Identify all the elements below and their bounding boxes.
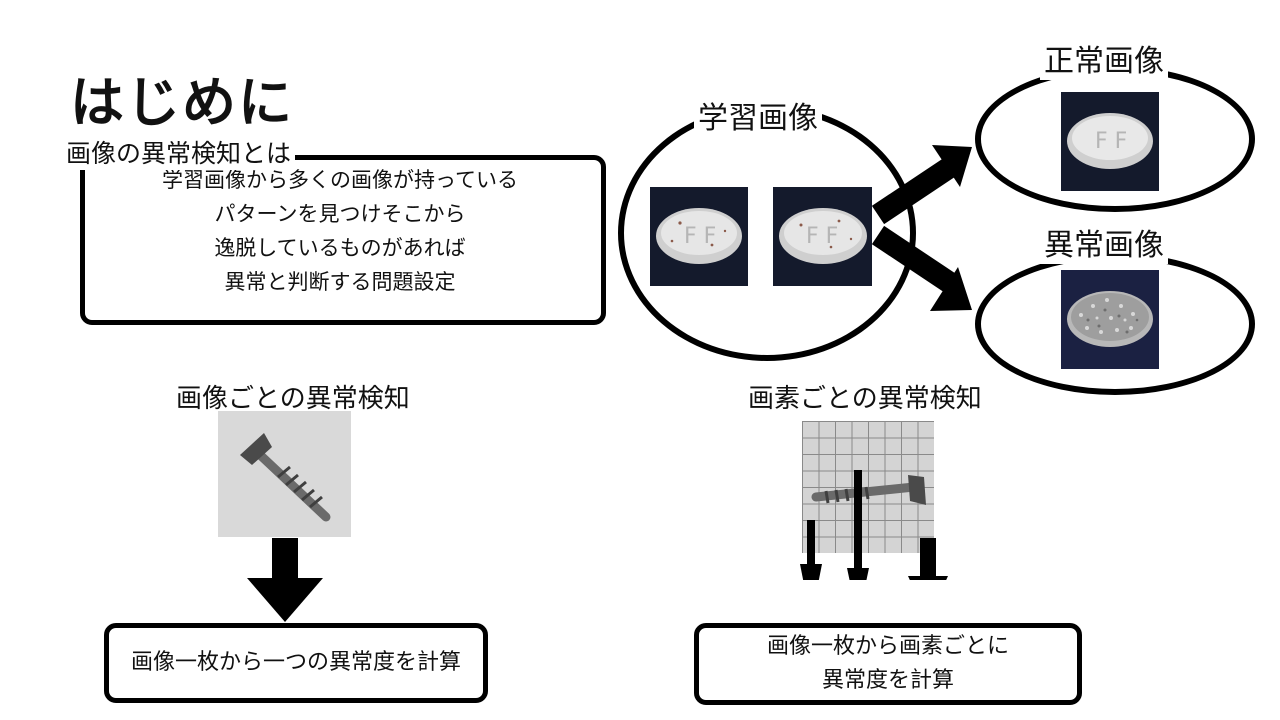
- training-tablet-image-1: F F: [650, 187, 748, 286]
- definition-box: [80, 155, 606, 325]
- tablet-icon: F F: [1067, 113, 1153, 169]
- training-label: 学習画像: [694, 93, 822, 137]
- svg-text:F F: F F: [1095, 129, 1127, 154]
- tablet-icon: [1067, 291, 1153, 347]
- pixel-level-arrows: [800, 470, 948, 580]
- image-level-arrow-icon: [247, 538, 323, 622]
- screw-icon: [240, 433, 331, 522]
- definition-line-4: 異常と判断する問題設定: [224, 270, 456, 294]
- image-level-result-box: 画像一枚から一つの異常度を計算: [104, 623, 488, 703]
- definition-line-3: 逸脱しているものがあれば: [214, 236, 466, 260]
- pixel-level-result-line-1: 画像一枚から画素ごとに: [766, 634, 1009, 659]
- normal-tablet-image: F F: [1061, 92, 1159, 191]
- pixel-arrow-2-icon: [847, 470, 869, 580]
- pixel-level-result-line-2: 異常度を計算: [821, 668, 954, 693]
- branch-arrows: [872, 145, 972, 311]
- screw-icon: [811, 475, 926, 505]
- pixel-arrow-1-icon: [800, 520, 822, 580]
- arrow-to-anomaly-icon: [872, 225, 972, 311]
- pixel-level-label: 画素ごとの異常検知: [748, 384, 982, 414]
- definition-line-2: パターンを見つけそこから: [214, 202, 466, 226]
- pixel-level-result-box: 画像一枚から画素ごとに 異常度を計算: [694, 623, 1082, 705]
- anomaly-label: 異常画像: [1040, 220, 1168, 264]
- training-tablet-image-2: F F: [773, 187, 872, 286]
- image-level-label: 画像ごとの異常検知: [176, 384, 410, 414]
- definition-caption: 画像の異常検知とは: [62, 134, 296, 170]
- definition-line-1: 学習画像から多くの画像が持っている: [162, 168, 518, 192]
- anomaly-tablet-image: [1061, 270, 1159, 369]
- pixel-arrow-3-icon: [908, 538, 948, 580]
- arrow-to-normal-icon: [872, 145, 972, 225]
- image-level-result-text: 画像一枚から一つの異常度を計算: [130, 650, 461, 675]
- svg-text:F F: F F: [806, 224, 838, 249]
- normal-label: 正常画像: [1040, 36, 1168, 80]
- definition-text: 学習画像から多くの画像が持っている パターンを見つけそこから 逸脱しているものが…: [90, 163, 590, 299]
- grid-screw-image: [802, 421, 934, 553]
- slide-title: はじめに: [70, 71, 294, 134]
- tablet-icon: F F: [656, 208, 742, 264]
- tablet-icon: F F: [779, 208, 867, 264]
- screw-image: [218, 411, 351, 537]
